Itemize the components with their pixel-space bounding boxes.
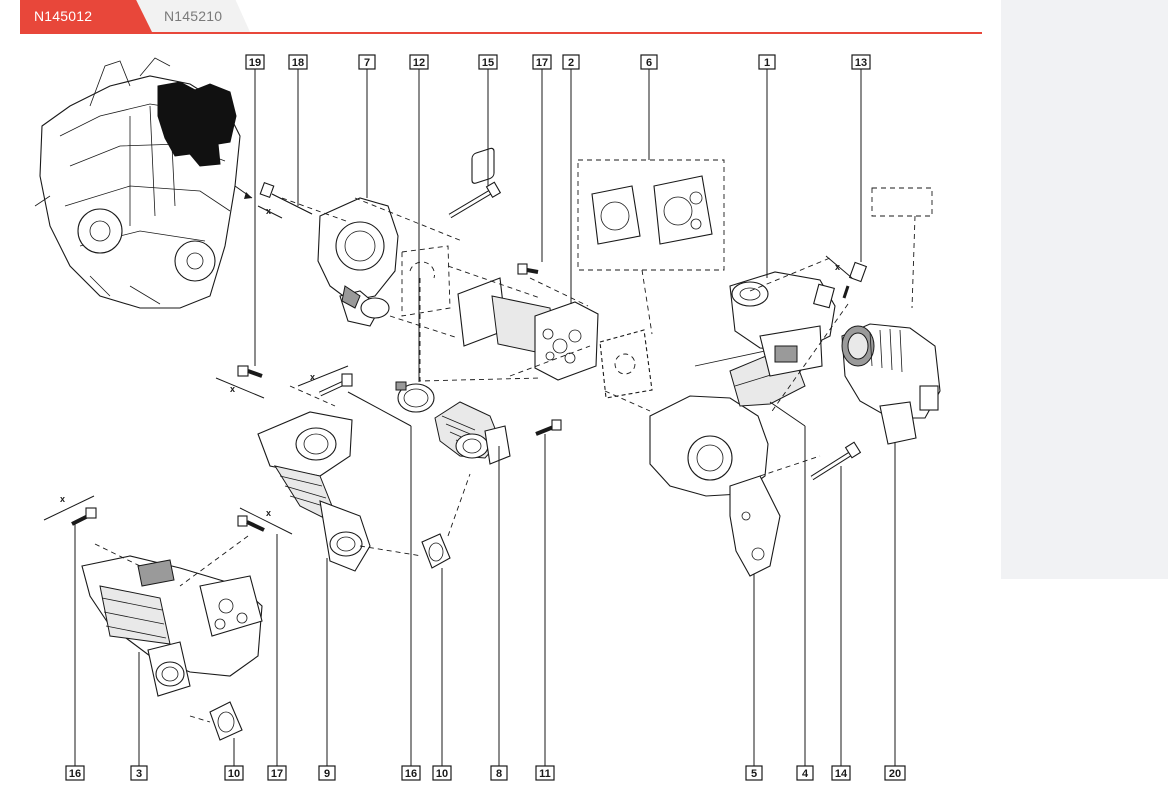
label-20: 20 [889, 768, 901, 780]
dim-x-19: x [230, 384, 235, 394]
part-5-valve-housing [649, 345, 806, 577]
part-10-gasket-mid [421, 533, 451, 569]
label-16b: 16 [405, 768, 417, 780]
callout-13-top: 13 [851, 54, 871, 262]
label-19: 19 [249, 57, 261, 69]
callout-11-bottom: 11 [535, 434, 555, 781]
label-10a: 10 [228, 768, 240, 780]
top-callouts: 19 18 7 12 15 17 2 6 1 13 [245, 54, 871, 382]
part-9-pipe [257, 411, 371, 572]
callout-2-top: 2 [562, 54, 580, 304]
label-13: 13 [855, 57, 867, 69]
callout-9-bottom: 9 [318, 558, 336, 781]
dim-x-17: x [266, 508, 271, 518]
callout-3-bottom: 3 [130, 652, 148, 781]
callout-19-top: 19 [245, 54, 265, 366]
label-5: 5 [751, 768, 757, 780]
tab-label: N145210 [164, 8, 223, 24]
label-10b: 10 [436, 768, 448, 780]
callout-12-top: 12 [409, 54, 429, 382]
callout-17-bottom: 17 [267, 534, 287, 781]
part-18-bolt [259, 181, 313, 215]
engine-thumbnail [34, 57, 253, 309]
tab-label: N145012 [34, 8, 93, 24]
callout-7-top: 7 [358, 54, 376, 198]
callout-17-top: 17 [532, 54, 552, 262]
part-16-bolt-lower [71, 507, 97, 526]
gasket-small [401, 245, 451, 317]
part-8-flex-hose [434, 401, 511, 465]
tab-underline [20, 32, 982, 34]
part-12-clamp [395, 381, 435, 413]
callout-6-top: 6 [640, 54, 658, 160]
tab-n145012[interactable]: N145012 [20, 0, 152, 32]
bottom-callouts: 16 3 10 17 9 16 10 8 11 5 4 14 20 [65, 391, 906, 781]
callout-10-bottom-a: 10 [224, 738, 244, 781]
label-17: 17 [536, 57, 548, 69]
label-14: 14 [835, 768, 848, 780]
part-14-bolt [810, 441, 862, 481]
dimension-marks: x x x x x x [43, 205, 853, 535]
part-17-bolt-lower [237, 515, 265, 532]
exploded-parts-diagram: x x x x x x 19 18 7 12 15 17 2 6 1 13 16… [30, 46, 960, 786]
label-16a: 16 [69, 768, 81, 780]
part-6-gasket-set [577, 159, 725, 399]
dim-x-16l: x [60, 494, 65, 504]
side-panel [1001, 0, 1168, 579]
assembly-dashes [94, 197, 849, 723]
tab-n145210[interactable]: N145210 [130, 0, 250, 32]
part-1-egr-valve [729, 271, 836, 377]
part-7-egr-housing [317, 197, 399, 327]
dim-x-13: x [835, 262, 840, 272]
label-17b: 17 [271, 768, 283, 780]
callout-5-bottom: 5 [745, 574, 763, 781]
label-12: 12 [413, 57, 425, 69]
part-3-cooler-assembly [81, 555, 263, 697]
label-18: 18 [292, 57, 304, 69]
callout-1-top: 1 [758, 54, 776, 278]
part-20-actuator [841, 187, 941, 445]
part-13-bolt [842, 261, 868, 299]
label-2: 2 [568, 57, 574, 69]
label-15: 15 [482, 57, 494, 69]
callout-20-bottom: 20 [884, 442, 906, 781]
label-4: 4 [802, 768, 809, 780]
label-9: 9 [324, 768, 330, 780]
part-10-gasket-low [209, 701, 243, 741]
dim-x-16u: x [310, 372, 315, 382]
callout-16-bottom-b: 16 [347, 391, 421, 781]
label-11: 11 [539, 768, 551, 780]
callout-8-bottom: 8 [490, 446, 508, 781]
callout-10-bottom-b: 10 [432, 568, 452, 781]
callout-16-bottom-a: 16 [65, 524, 85, 781]
label-3: 3 [136, 768, 142, 780]
label-7: 7 [364, 57, 370, 69]
tab-strip: N145210 N145012 [20, 0, 982, 36]
part-16-bolt-upper [318, 373, 353, 397]
callout-14-bottom: 14 [831, 466, 851, 781]
callout-18-top: 18 [288, 54, 308, 206]
callout-4-bottom: 4 [769, 401, 814, 781]
part-11-bolt [535, 419, 562, 436]
callout-15-top: 15 [478, 54, 498, 186]
diagram-svg: x x x x x x 19 18 7 12 15 17 2 6 1 13 16… [34, 54, 941, 781]
label-8: 8 [496, 768, 502, 780]
part-15-bolt [448, 181, 502, 219]
part-19-bolt [237, 365, 263, 378]
label-6: 6 [646, 57, 652, 69]
label-1: 1 [764, 57, 770, 69]
part-17-bolt-upper [517, 263, 539, 275]
